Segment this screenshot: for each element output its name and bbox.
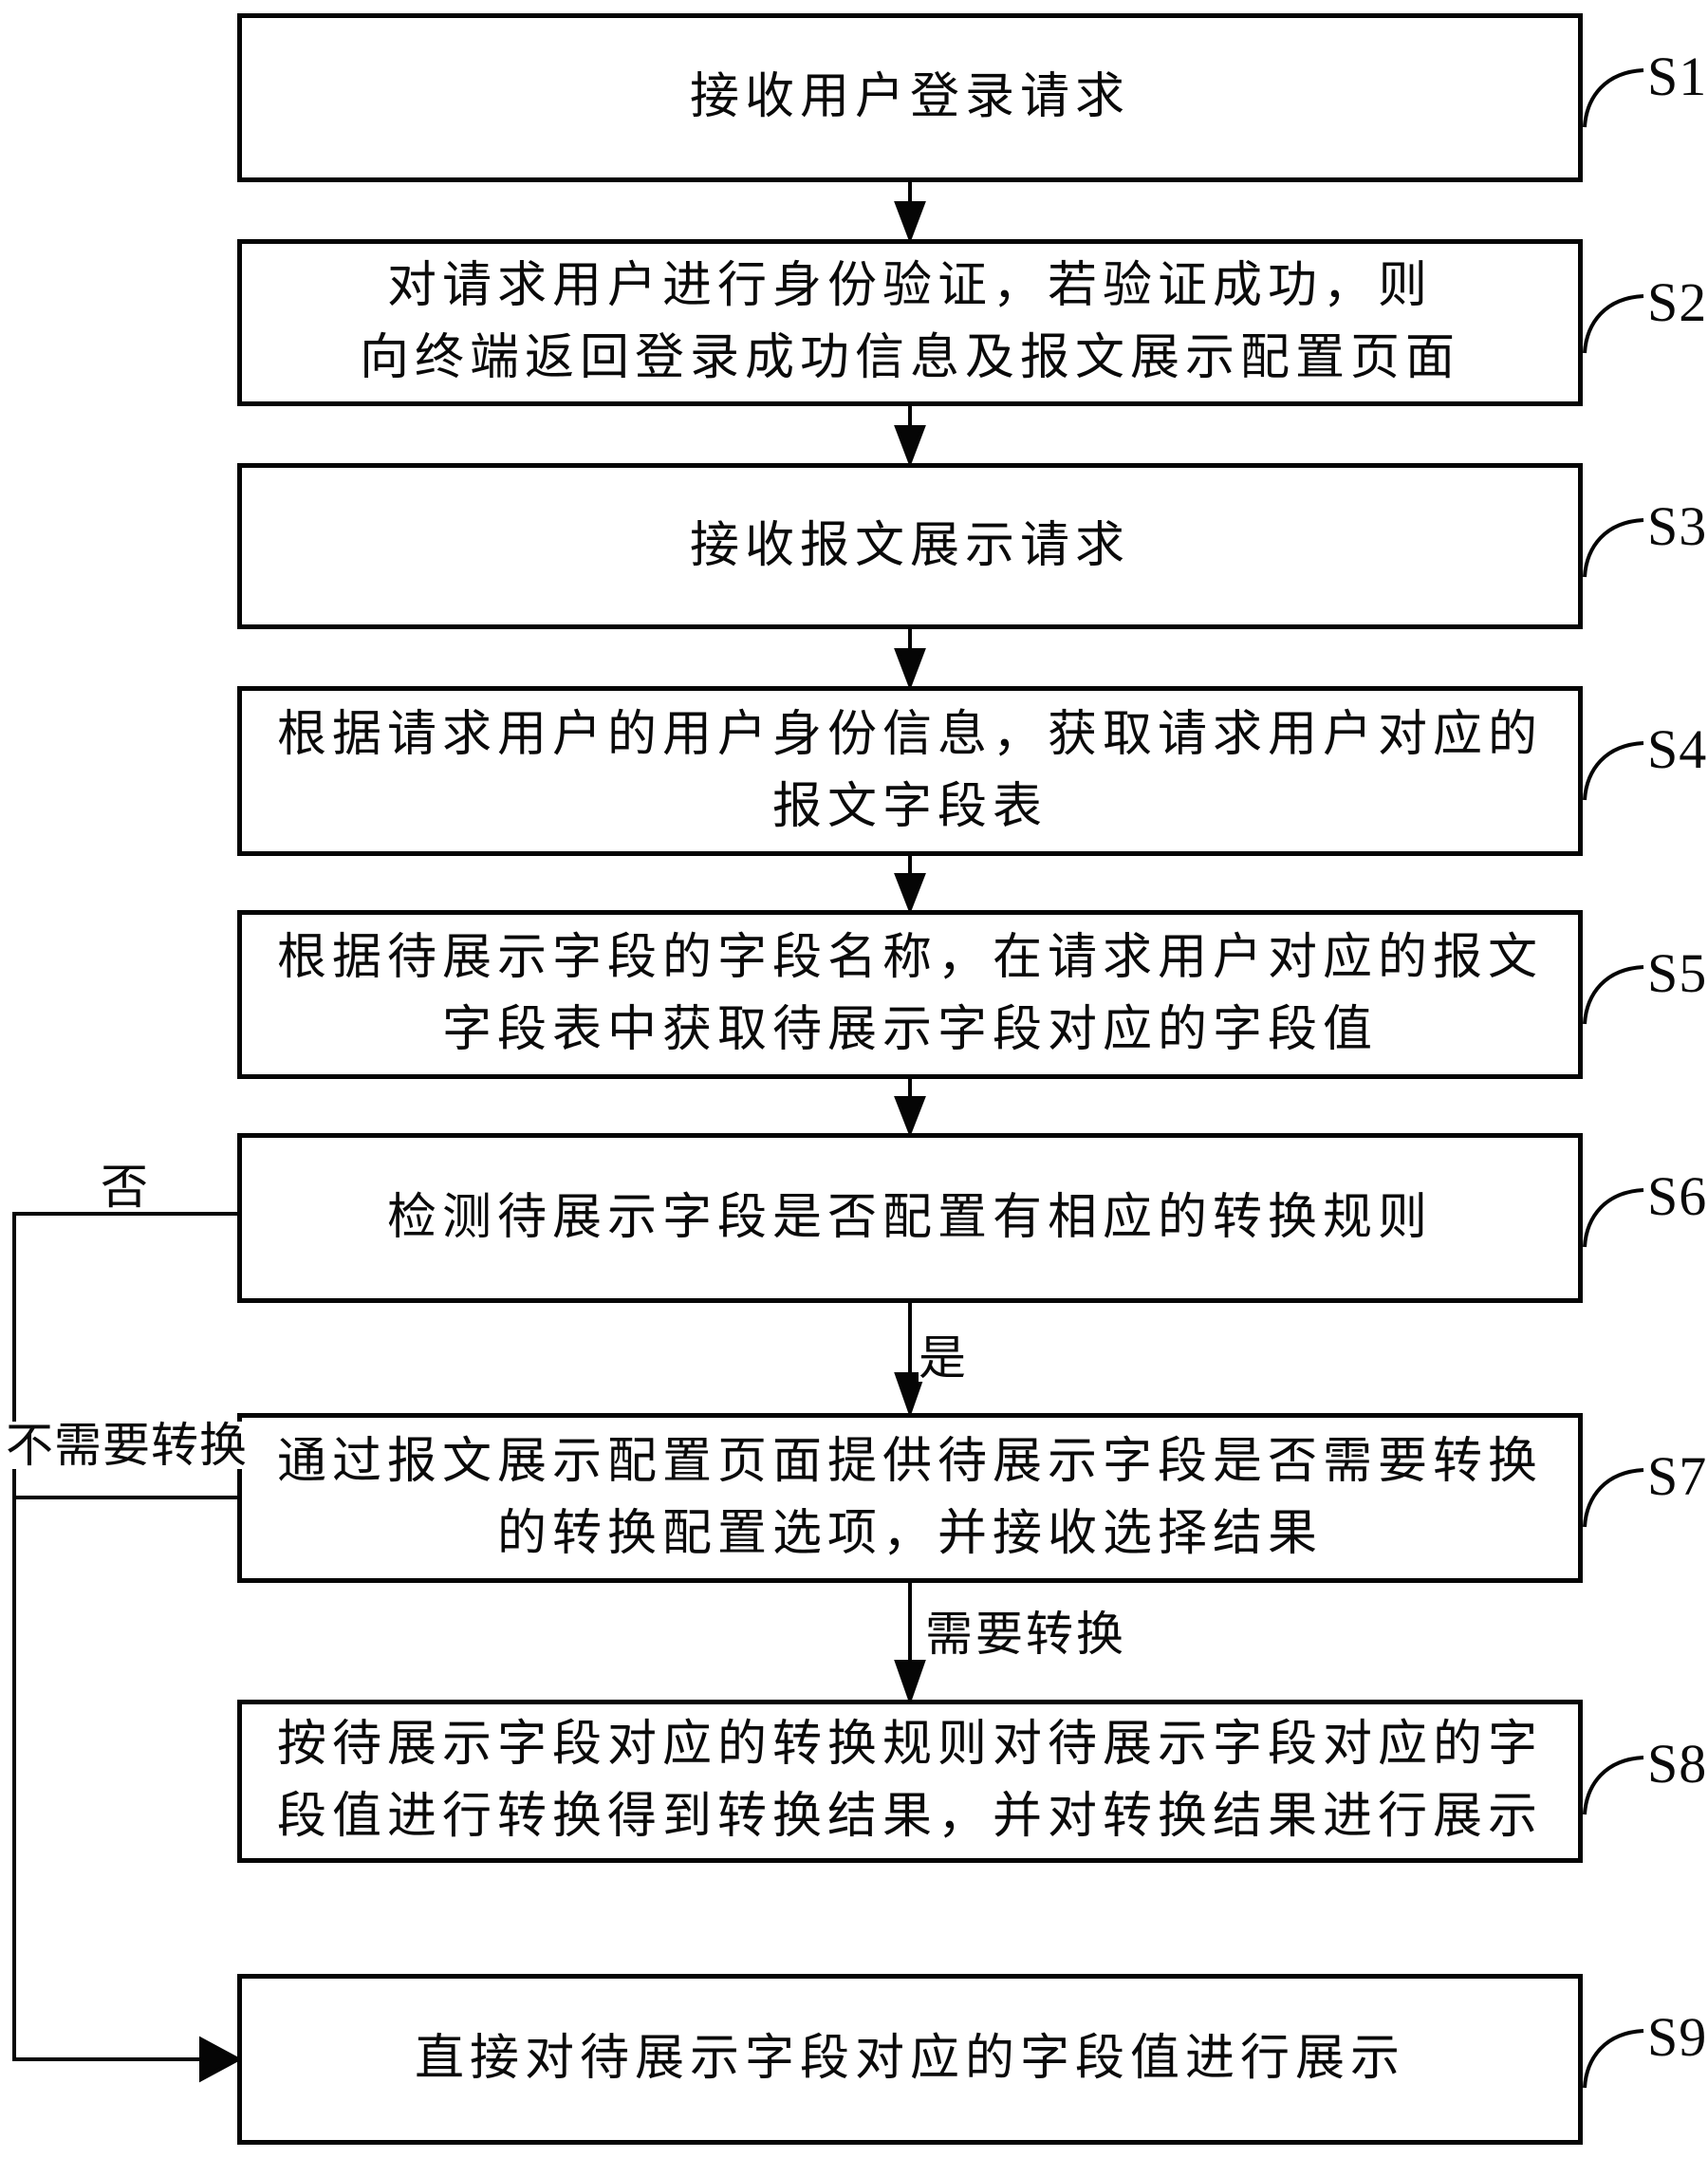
step-text: 通过报文展示配置页面提供待展示字段是否需要转换 (276, 1434, 1543, 1489)
arrow-s1-s2 (894, 182, 926, 244)
arrowhead-into-s9 (199, 2036, 243, 2083)
step-box-s1: 接收用户登录请求 (237, 13, 1583, 182)
ref-arc-s2 (1583, 294, 1644, 354)
ref-arc-s6 (1583, 1188, 1644, 1248)
ref-label-s5: S5 (1647, 942, 1708, 1004)
ref-arc-s7 (1583, 1468, 1644, 1528)
arrow-s5-s6 (894, 1079, 926, 1138)
step-box-s7: 通过报文展示配置页面提供待展示字段是否需要转换 的转换配置选项，并接收选择结果 (237, 1413, 1583, 1583)
step-box-s8: 按待展示字段对应的转换规则对待展示字段对应的字 段值进行转换得到转换结果，并对转… (237, 1700, 1583, 1863)
edge-label-no: 否 (101, 1161, 151, 1214)
ref-label-s6: S6 (1647, 1165, 1708, 1227)
step-box-s4: 根据请求用户的用户身份信息，获取请求用户对应的 报文字段表 (237, 686, 1583, 856)
edge-label-yes: 是 (919, 1331, 969, 1385)
arrow-s3-s4 (894, 629, 926, 691)
ref-label-s3: S3 (1647, 495, 1708, 557)
step-box-s2: 对请求用户进行身份验证，若验证成功，则 向终端返回登录成功信息及报文展示配置页面 (237, 239, 1583, 406)
step-text: 按待展示字段对应的转换规则对待展示字段对应的字 (276, 1718, 1543, 1772)
edge-label-need-convert: 需要转换 (925, 1608, 1126, 1661)
ref-label-s1: S1 (1647, 46, 1708, 107)
step-text: 对请求用户进行身份验证，若验证成功，则 (386, 259, 1433, 313)
ref-label-s4: S4 (1647, 718, 1708, 780)
ref-arc-s9 (1583, 2029, 1644, 2089)
step-text: 根据待展示字段的字段名称，在请求用户对应的报文 (276, 931, 1543, 985)
step-text: 根据请求用户的用户身份信息，获取请求用户对应的 (276, 707, 1543, 762)
step-text: 报文字段表 (771, 779, 1048, 834)
step-text: 检测待展示字段是否配置有相应的转换规则 (386, 1190, 1433, 1245)
step-box-s5: 根据待展示字段的字段名称，在请求用户对应的报文 字段表中获取待展示字段对应的字段… (237, 910, 1583, 1079)
ref-label-s2: S2 (1647, 271, 1708, 333)
ref-arc-s1 (1583, 68, 1644, 128)
step-text: 直接对待展示字段对应的字段值进行展示 (414, 2032, 1405, 2086)
step-box-s9: 直接对待展示字段对应的字段值进行展示 (237, 1974, 1583, 2145)
branch-no-line (12, 1212, 237, 2061)
ref-label-s7: S7 (1647, 1445, 1708, 1507)
step-text: 接收用户登录请求 (689, 70, 1130, 124)
ref-arc-s8 (1583, 1756, 1644, 1815)
ref-arc-s3 (1583, 518, 1644, 578)
ref-label-s8: S8 (1647, 1733, 1708, 1795)
edge-label-no-need-convert: 不需要转换 (6, 1419, 248, 1472)
arrow-s2-s3 (894, 406, 926, 468)
step-text: 向终端返回登录成功信息及报文展示配置页面 (359, 331, 1460, 385)
ref-arc-s5 (1583, 965, 1644, 1025)
step-text: 的转换配置选项，并接收选择结果 (496, 1506, 1323, 1561)
arrow-s7-s8-need (894, 1583, 926, 1706)
step-text: 字段表中获取待展示字段对应的字段值 (441, 1003, 1378, 1057)
step-text: 接收报文展示请求 (689, 518, 1130, 573)
step-text: 段值进行转换得到转换结果，并对转换结果进行展示 (276, 1790, 1543, 1844)
ref-arc-s4 (1583, 741, 1644, 801)
ref-label-s9: S9 (1647, 2006, 1708, 2068)
arrow-s4-s5 (894, 856, 926, 915)
step-box-s6: 检测待展示字段是否配置有相应的转换规则 (237, 1133, 1583, 1303)
step-box-s3: 接收报文展示请求 (237, 463, 1583, 629)
